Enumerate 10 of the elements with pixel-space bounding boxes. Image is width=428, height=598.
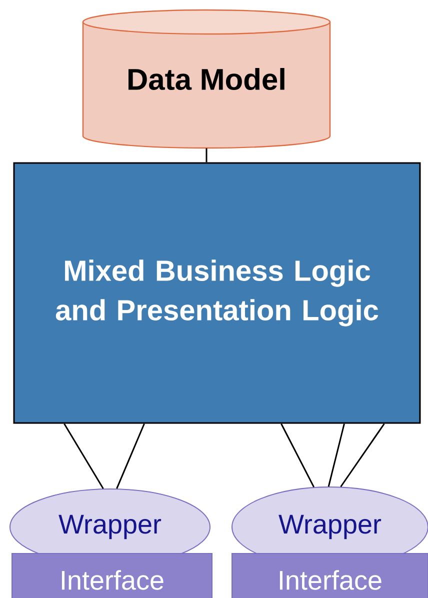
interface-box: Interface bbox=[232, 553, 428, 598]
connector-line bbox=[328, 424, 345, 487]
connector-line bbox=[116, 423, 145, 489]
connector-line bbox=[206, 148, 208, 162]
process-box: Mixed Business Logic and Presentation Logic bbox=[13, 162, 421, 424]
database-cylinder: Data Model bbox=[82, 9, 331, 149]
connector-line bbox=[64, 423, 104, 489]
interface-box: Interface bbox=[12, 553, 212, 598]
connector-line bbox=[340, 423, 385, 488]
connector-line bbox=[280, 423, 315, 488]
